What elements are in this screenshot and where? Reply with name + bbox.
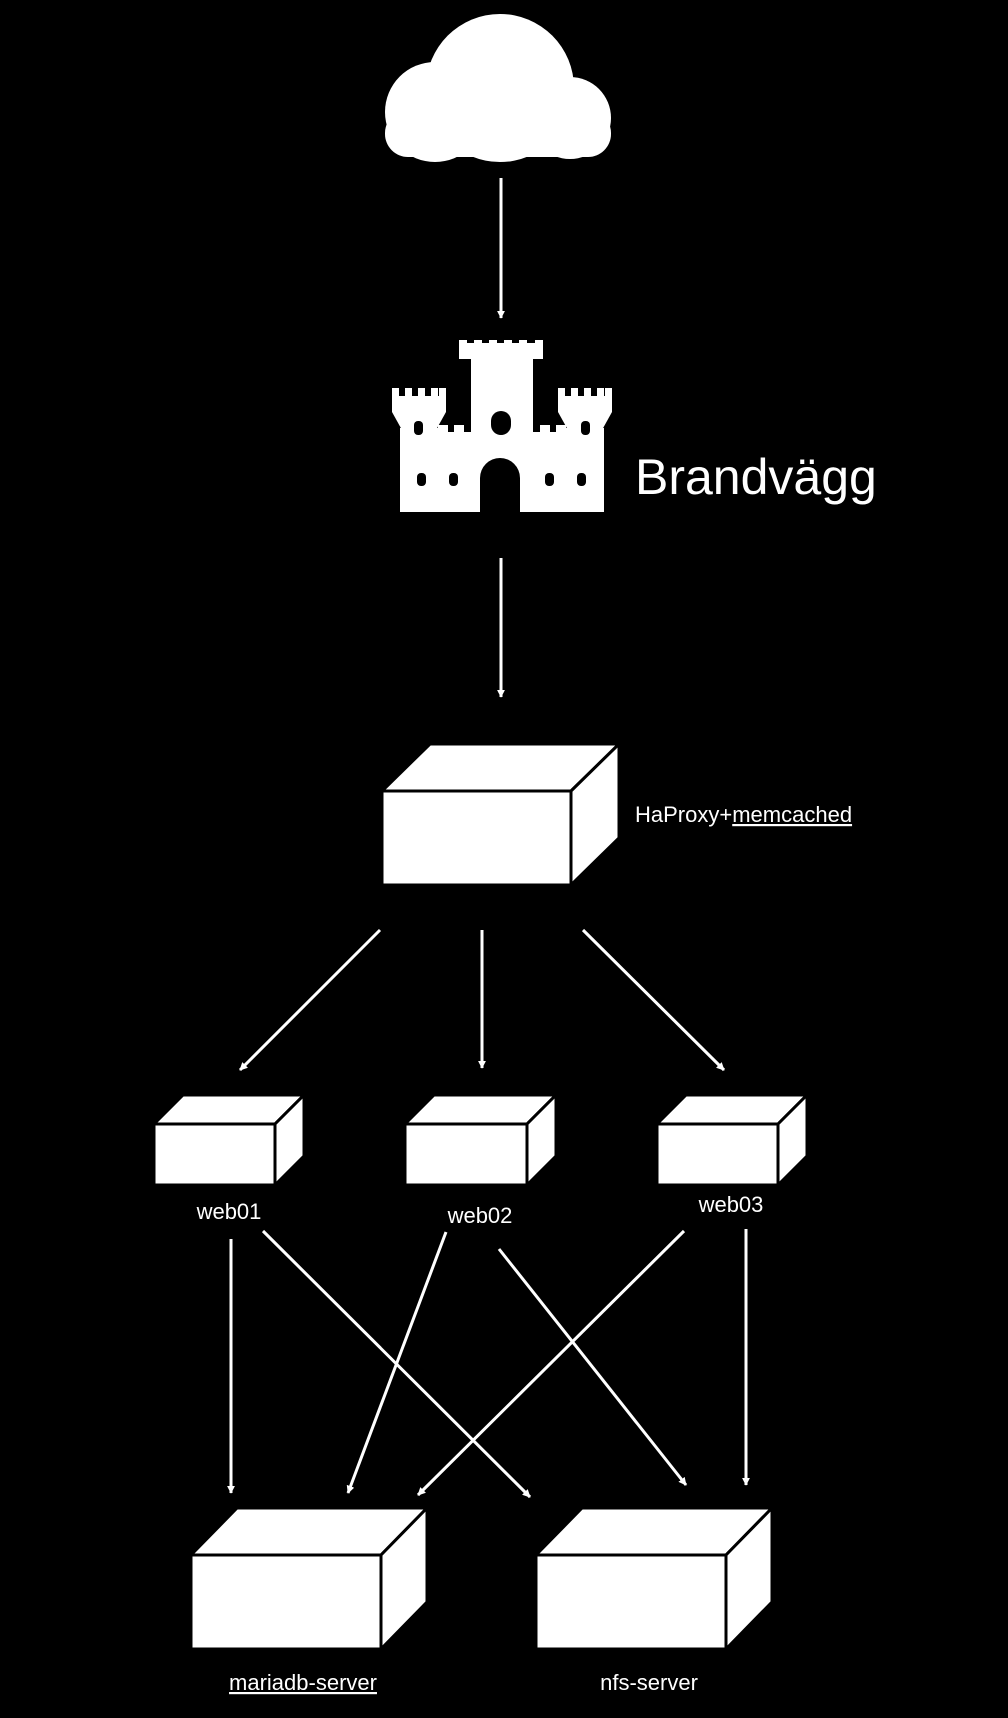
web02-server-icon <box>401 1091 560 1189</box>
firewall-label: Brandvägg <box>635 449 877 505</box>
arrow-web03-to-database <box>416 1229 686 1497</box>
web01-server-icon <box>150 1091 308 1189</box>
cloud-icon <box>385 14 611 162</box>
loadbalancer-label-suffix: memcached <box>732 802 852 827</box>
database-server-icon <box>187 1504 431 1653</box>
web01-label: web01 <box>196 1199 262 1224</box>
arrow-web02-to-storage <box>497 1248 688 1486</box>
storage-label: nfs-server <box>600 1670 698 1695</box>
connection-arrows <box>227 178 750 1499</box>
storage-server-icon <box>532 1504 776 1653</box>
arrow-web02-to-database <box>346 1231 448 1494</box>
web03-label: web03 <box>698 1192 764 1217</box>
database-label: mariadb-server <box>229 1670 377 1695</box>
arrow-loadbalancer-to-web01 <box>238 928 382 1072</box>
web03-server-icon <box>653 1091 811 1189</box>
loadbalancer-label-prefix: HaProxy+ <box>635 802 732 827</box>
web02-label: web02 <box>447 1203 513 1228</box>
arrow-loadbalancer-to-web03 <box>581 928 726 1072</box>
castle-icon <box>392 340 612 513</box>
loadbalancer-server-icon <box>378 740 623 889</box>
loadbalancer-label: HaProxy+memcached <box>635 802 852 827</box>
